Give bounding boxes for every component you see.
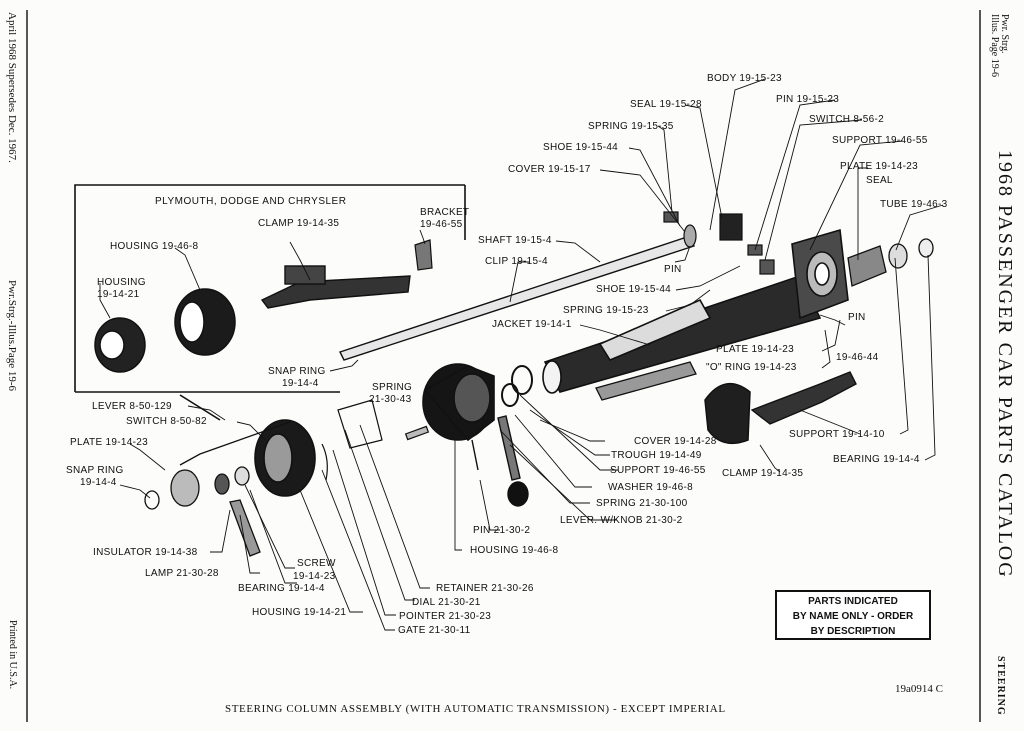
label-body: BODY 19-15-23	[707, 73, 782, 84]
right-page-ref-1: Pwr. Strg.	[999, 14, 1010, 54]
inset-clamp	[260, 265, 411, 309]
left-small-parts	[144, 394, 291, 557]
tube-and-bearing	[847, 238, 934, 287]
inset-bracket	[414, 239, 433, 271]
label-shaft: SHAFT 19-15-4	[478, 235, 552, 246]
lower-clamp	[704, 383, 751, 445]
label-gate: GATE 21-30-11	[398, 625, 471, 636]
label-support-bottom: SUPPORT 19-46-55	[610, 465, 706, 476]
label-shoe-mid: SHOE 19-15-44	[596, 284, 672, 295]
parts-notice-box: PARTS INDICATED BY NAME ONLY - ORDER BY …	[775, 590, 931, 640]
label-pin-mid: PIN	[664, 264, 682, 275]
label-retainer: RETAINER 21-30-26	[436, 583, 534, 594]
right-page-ref-2: Illus. Page 19-6	[989, 14, 1000, 78]
parts-notice-line-3: BY DESCRIPTION	[810, 626, 896, 637]
label-spring-21-1: SPRING	[372, 382, 413, 393]
inset-housing-a	[94, 317, 146, 373]
inset-label-bracket-2: 19-46-55	[420, 219, 463, 230]
left-page-ref: Pwr.Strg.-Illus.Page 19-6	[6, 280, 18, 392]
label-spring-21-2: 21-30-43	[369, 394, 412, 405]
label-dial: DIAL 21-30-21	[412, 597, 481, 608]
label-cover-top: COVER 19-15-17	[508, 164, 591, 175]
label-pin-right-2: 19-46-44	[836, 352, 879, 363]
label-support-right: SUPPORT 19-14-10	[789, 429, 885, 440]
shift-lever	[471, 415, 529, 507]
label-support-top: SUPPORT 19-46-55	[832, 135, 928, 146]
label-spring-top: SPRING 19-15-35	[588, 121, 674, 132]
left-printed-note: Printed in U.S.A.	[7, 620, 18, 690]
label-clip: CLIP 19-15-4	[485, 256, 548, 267]
inset-label-housing-a-1: HOUSING	[97, 277, 146, 288]
inset-label-housing-b: HOUSING 19-46-8	[110, 241, 199, 252]
label-clamp-bottom: CLAMP 19-14-35	[722, 468, 804, 479]
label-tube: TUBE 19-46-3	[880, 199, 948, 210]
jacket	[542, 275, 822, 394]
label-screw-2: 19-14-23	[293, 571, 336, 582]
label-shoe-top: SHOE 19-15-44	[543, 142, 619, 153]
catalog-title: 1968 PASSENGER CAR PARTS CATALOG	[994, 150, 1016, 579]
label-pin-bottom: PIN 21-30-2	[473, 525, 531, 536]
label-spring-mid: SPRING 19-15-23	[563, 305, 649, 316]
label-housing-left: HOUSING 19-14-21	[252, 607, 347, 618]
label-snap-ring-mid-2: 19-14-4	[282, 378, 319, 389]
label-snap-ring-left-2: 19-14-4	[80, 477, 117, 488]
inset-label-housing-a-2: 19-14-21	[97, 289, 140, 300]
left-housing	[254, 419, 316, 497]
label-switch-top: SWITCH 8-56-2	[809, 114, 885, 125]
trough	[595, 361, 697, 401]
label-jacket: JACKET 19-14-1	[492, 319, 572, 330]
left-date-note: April 1968 Supersedes Dec. 1967.	[6, 12, 18, 163]
leader-lines	[99, 78, 944, 631]
figure-caption: STEERING COLUMN ASSEMBLY (WITH AUTOMATIC…	[225, 703, 726, 715]
label-lever-knob: LEVER. W/KNOB 21-30-2	[560, 515, 683, 526]
label-spring-bottom: SPRING 21-30-100	[596, 498, 688, 509]
section-name: STEERING	[995, 656, 1006, 716]
label-seal-right: SEAL	[866, 175, 893, 186]
lower-housing	[422, 363, 495, 442]
washers	[501, 365, 533, 407]
label-seal-top: SEAL 19-15-28	[630, 99, 702, 110]
label-pin-top: PIN 19-15-23	[776, 94, 840, 105]
label-lever: LEVER 8-50-129	[92, 401, 172, 412]
label-switch-left: SWITCH 8-50-82	[126, 416, 207, 427]
label-insulator: INSULATOR 19-14-38	[93, 547, 198, 558]
figure-id: 19a0914 C	[895, 683, 943, 695]
steering-shaft	[339, 235, 695, 361]
label-screw-1: SCREW	[297, 558, 336, 569]
label-housing-bottom: HOUSING 19-46-8	[470, 545, 559, 556]
label-plate-left: PLATE 19-14-23	[70, 437, 148, 448]
inset-label-bracket-1: BRACKET	[420, 207, 470, 218]
label-plate-top: PLATE 19-14-23	[840, 161, 918, 172]
inset-label-clamp: CLAMP 19-14-35	[258, 218, 340, 229]
column-support	[791, 228, 849, 320]
label-bearing-left: BEARING 19-14-4	[238, 583, 325, 594]
label-bearing-right: BEARING 19-14-4	[833, 454, 920, 465]
label-oring: "O" RING 19-14-23	[706, 362, 797, 373]
label-lamp: LAMP 21-30-28	[145, 568, 219, 579]
dial-parts	[321, 399, 430, 481]
label-snap-ring-left-1: SNAP RING	[66, 465, 124, 476]
label-pointer: POINTER 21-30-23	[399, 611, 492, 622]
parts-notice-line-2: BY NAME ONLY - ORDER	[792, 611, 914, 622]
parts-notice-line-1: PARTS INDICATED	[808, 596, 898, 607]
label-trough: TROUGH 19-14-49	[611, 450, 702, 461]
label-washer: WASHER 19-46-8	[608, 482, 693, 493]
lower-support	[750, 371, 857, 425]
inset-title: PLYMOUTH, DODGE AND CHRYSLER	[155, 196, 347, 207]
inset-housing-b	[174, 288, 236, 356]
label-cover-bottom: COVER 19-14-28	[634, 436, 717, 447]
label-plate-mid: PLATE 19-14-23	[716, 344, 794, 355]
label-snap-ring-mid-1: SNAP RING	[268, 366, 326, 377]
label-pin-right-1: PIN	[848, 312, 866, 323]
